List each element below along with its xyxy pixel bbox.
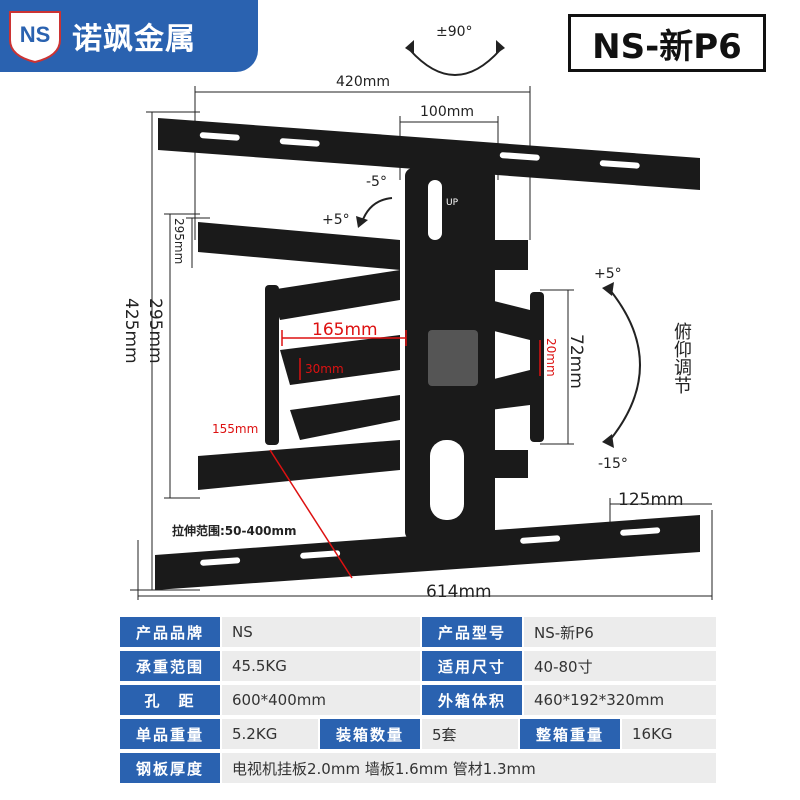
dim-20: 20mm bbox=[544, 338, 558, 377]
tilt-pos: +5° bbox=[594, 266, 622, 282]
brand-logo-icon: NS bbox=[9, 11, 61, 64]
dim-30: 30mm bbox=[305, 362, 344, 376]
tilt-top-pos: +5° bbox=[322, 212, 350, 228]
dim-100: 100mm bbox=[420, 104, 474, 120]
dim-72: 72mm bbox=[566, 334, 586, 389]
spec-label: 钢板厚度 bbox=[120, 753, 220, 783]
tilt-adjust-label: 俯仰调节 bbox=[671, 322, 692, 394]
up-mark: UP bbox=[446, 198, 459, 208]
dim-295-small: 295mm bbox=[172, 218, 186, 265]
dim-295: 295mm bbox=[145, 298, 165, 364]
spec-value: 16KG bbox=[622, 719, 716, 749]
swivel-label: ±90° bbox=[436, 24, 473, 40]
spec-label: 承重范围 bbox=[120, 651, 220, 681]
wall-rail-top bbox=[158, 118, 700, 190]
spec-value: NS bbox=[222, 617, 420, 647]
dim-155: 155mm bbox=[212, 422, 259, 436]
spec-value: 460*192*320mm bbox=[524, 685, 716, 715]
dim-425: 425mm bbox=[121, 298, 141, 364]
spec-value: 5套 bbox=[422, 719, 518, 749]
spec-row-2: 承重范围 45.5KG 适用尺寸 40-80寸 bbox=[120, 651, 716, 681]
spec-label: 单品重量 bbox=[120, 719, 220, 749]
wall-rail-bottom bbox=[155, 515, 700, 590]
dim-165: 165mm bbox=[312, 320, 378, 340]
spec-value: NS-新P6 bbox=[524, 617, 716, 647]
spec-value: 45.5KG bbox=[222, 651, 420, 681]
spec-row-4: 单品重量 5.2KG 装箱数量 5套 整箱重量 16KG bbox=[120, 719, 716, 749]
spec-row-1: 产品品牌 NS 产品型号 NS-新P6 bbox=[120, 617, 716, 647]
spec-label: 产品品牌 bbox=[120, 617, 220, 647]
dim-420: 420mm bbox=[336, 74, 390, 90]
spec-row-3: 孔 距 600*400mm 外箱体积 460*192*320mm bbox=[120, 685, 716, 715]
spec-value: 电视机挂板2.0mm 墙板1.6mm 管材1.3mm bbox=[222, 753, 716, 783]
spec-row-5: 钢板厚度 电视机挂板2.0mm 墙板1.6mm 管材1.3mm bbox=[120, 753, 716, 783]
brand-name: 诺飒金属 bbox=[72, 22, 196, 57]
spec-label: 产品型号 bbox=[422, 617, 522, 647]
swivel-arrow bbox=[409, 49, 501, 76]
tilt-neg: -15° bbox=[598, 456, 628, 472]
spec-label: 装箱数量 bbox=[320, 719, 420, 749]
spec-label: 适用尺寸 bbox=[422, 651, 522, 681]
spec-label: 外箱体积 bbox=[422, 685, 522, 715]
dim-614: 614mm bbox=[426, 582, 492, 602]
spec-label: 孔 距 bbox=[120, 685, 220, 715]
dim-125: 125mm bbox=[618, 490, 684, 510]
model-title: NS-新P6 bbox=[568, 14, 766, 72]
tilt-top-neg: -5° bbox=[366, 174, 387, 190]
spec-label: 整箱重量 bbox=[520, 719, 620, 749]
logo-text: NS bbox=[20, 22, 51, 47]
extension-range: 拉伸范围:50-400mm bbox=[172, 524, 297, 538]
mount-diagram: UP bbox=[130, 40, 713, 600]
spec-value: 5.2KG bbox=[222, 719, 318, 749]
spec-value: 40-80寸 bbox=[524, 651, 716, 681]
spec-value: 600*400mm bbox=[222, 685, 420, 715]
